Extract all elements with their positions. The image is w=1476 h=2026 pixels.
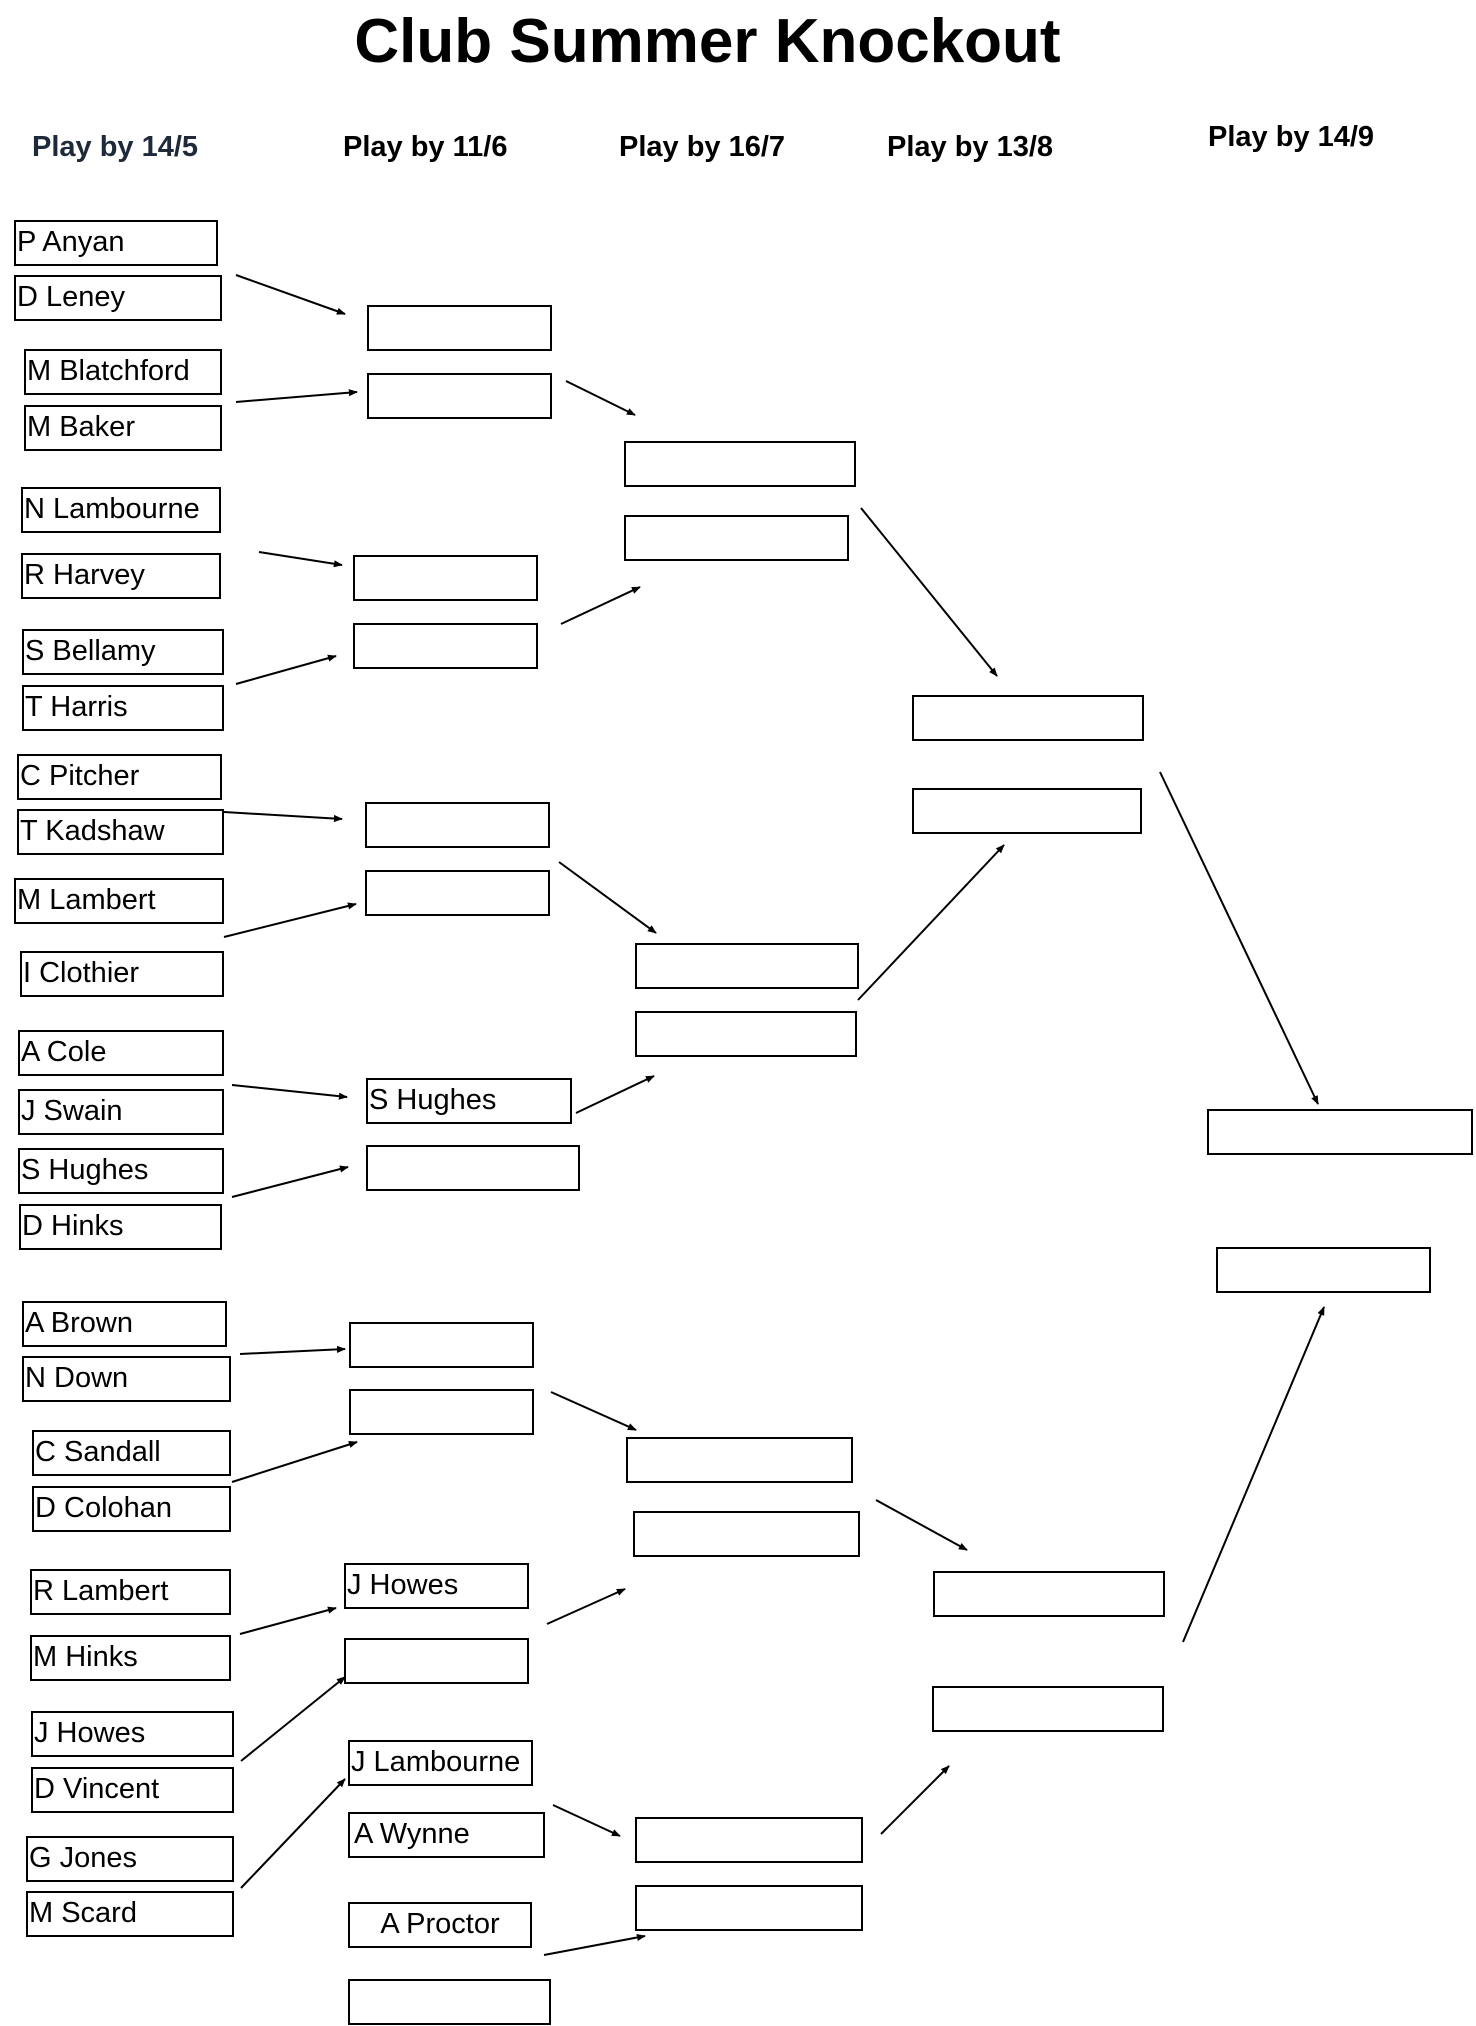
final-slot-1[interactable]	[1207, 1109, 1473, 1155]
round3-slot-3[interactable]	[635, 943, 859, 989]
arrow-r1-5	[223, 811, 343, 823]
arrow-r3-4	[880, 1765, 950, 1835]
round1-slot-20[interactable]: D Colohan	[32, 1486, 231, 1532]
arrow-r2-7	[552, 1804, 621, 1837]
round3-slot-7[interactable]	[635, 1817, 863, 1863]
round4-slot-2[interactable]	[912, 788, 1142, 834]
round-heading-3: Play by 16/7	[619, 131, 786, 163]
round2-slot-1[interactable]	[367, 305, 552, 351]
round2-slot-8[interactable]	[366, 1145, 580, 1191]
arrow-r2-5	[550, 1391, 637, 1431]
arrow-r1-6	[223, 902, 357, 938]
round4-slot-3[interactable]	[933, 1571, 1165, 1617]
round1-slot-5[interactable]: N Lambourne	[21, 487, 221, 533]
arrow-r1-14	[543, 1933, 646, 1956]
arrow-r1-7	[231, 1084, 348, 1100]
round3-slot-6[interactable]	[633, 1511, 860, 1557]
round2-slot-11[interactable]: J Howes	[344, 1563, 529, 1609]
round-heading-1: Play by 14/5	[32, 131, 199, 163]
round2-slot-15[interactable]: A Proctor	[348, 1902, 532, 1948]
round1-slot-23[interactable]: J Howes	[31, 1711, 234, 1757]
arrow-r3-2	[857, 844, 1005, 1001]
round3-slot-4[interactable]	[635, 1011, 857, 1057]
arrow-r2-4	[575, 1075, 655, 1114]
round1-slot-22[interactable]: M Hinks	[30, 1635, 231, 1681]
arrow-r4-2	[1182, 1306, 1325, 1643]
round1-slot-2[interactable]: D Leney	[14, 275, 222, 321]
page-title: Club Summer Knockout	[354, 7, 1061, 76]
round-heading-2: Play by 11/6	[343, 131, 508, 163]
round1-slot-24[interactable]: D Vincent	[31, 1767, 234, 1813]
arrow-r1-8	[231, 1165, 349, 1198]
arrow-r2-2	[560, 586, 641, 625]
round1-slot-12[interactable]: I Clothier	[20, 951, 224, 997]
arrow-r1-11	[239, 1606, 337, 1635]
round-heading-4: Play by 13/8	[887, 131, 1054, 163]
round4-slot-1[interactable]	[912, 695, 1144, 741]
arrow-r1-10	[231, 1441, 358, 1483]
round2-slot-5[interactable]	[365, 802, 550, 848]
arrow-r2-3	[558, 861, 657, 934]
round1-slot-3[interactable]: M Blatchford	[24, 349, 222, 395]
round2-slot-2[interactable]	[367, 373, 552, 419]
arrow-r1-9	[239, 1345, 346, 1355]
arrow-r2-6	[546, 1588, 626, 1625]
arrow-r4-1	[1159, 771, 1319, 1105]
round2-slot-10[interactable]	[349, 1389, 534, 1435]
round1-slot-13[interactable]: A Cole	[18, 1030, 224, 1076]
round1-slot-19[interactable]: C Sandall	[32, 1430, 231, 1476]
round1-slot-1[interactable]: P Anyan	[14, 220, 218, 266]
arrow-r1-1	[235, 274, 346, 315]
arrow-r3-3	[875, 1499, 968, 1551]
round1-slot-7[interactable]: S Bellamy	[22, 629, 224, 675]
round2-slot-13[interactable]: J Lambourne	[348, 1740, 533, 1786]
round1-slot-9[interactable]: C Pitcher	[17, 754, 222, 800]
round1-slot-15[interactable]: S Hughes	[18, 1148, 224, 1194]
round2-slot-4[interactable]	[353, 623, 538, 669]
arrow-r1-4	[235, 654, 337, 685]
round1-slot-11[interactable]: M Lambert	[14, 878, 224, 924]
round1-slot-6[interactable]: R Harvey	[21, 553, 221, 599]
round1-slot-10[interactable]: T Kadshaw	[17, 809, 224, 855]
round2-slot-7[interactable]: S Hughes	[366, 1078, 572, 1124]
arrow-r1-13	[240, 1778, 346, 1889]
round1-slot-8[interactable]: T Harris	[22, 685, 224, 731]
round3-slot-5[interactable]	[626, 1437, 853, 1483]
round1-slot-14[interactable]: J Swain	[18, 1089, 224, 1135]
round1-slot-21[interactable]: R Lambert	[30, 1569, 231, 1615]
round1-slot-4[interactable]: M Baker	[24, 405, 222, 451]
round-heading-5: Play by 14/9	[1208, 121, 1375, 153]
round1-slot-17[interactable]: A Brown	[22, 1301, 227, 1347]
round2-slot-9[interactable]	[349, 1322, 534, 1368]
final-slot-2[interactable]	[1216, 1247, 1431, 1293]
arrow-r2-1	[565, 380, 636, 416]
round2-slot-16[interactable]	[348, 1979, 551, 2025]
arrow-r1-3	[258, 551, 343, 568]
round3-slot-8[interactable]	[635, 1885, 863, 1931]
round2-slot-3[interactable]	[353, 555, 538, 601]
round2-slot-12[interactable]	[344, 1638, 529, 1684]
round3-slot-1[interactable]	[624, 441, 856, 487]
round4-slot-4[interactable]	[932, 1686, 1164, 1732]
arrow-r1-2	[235, 389, 358, 403]
arrow-r3-1	[860, 507, 998, 677]
arrow-r1-12	[240, 1676, 346, 1762]
round2-slot-6[interactable]	[365, 870, 550, 916]
round3-slot-2[interactable]	[624, 515, 849, 561]
round2-slot-14[interactable]: A Wynne	[348, 1812, 545, 1858]
round1-slot-26[interactable]: M Scard	[26, 1891, 234, 1937]
round1-slot-25[interactable]: G Jones	[26, 1836, 234, 1882]
round1-slot-18[interactable]: N Down	[22, 1356, 231, 1402]
round1-slot-16[interactable]: D Hinks	[19, 1204, 222, 1250]
